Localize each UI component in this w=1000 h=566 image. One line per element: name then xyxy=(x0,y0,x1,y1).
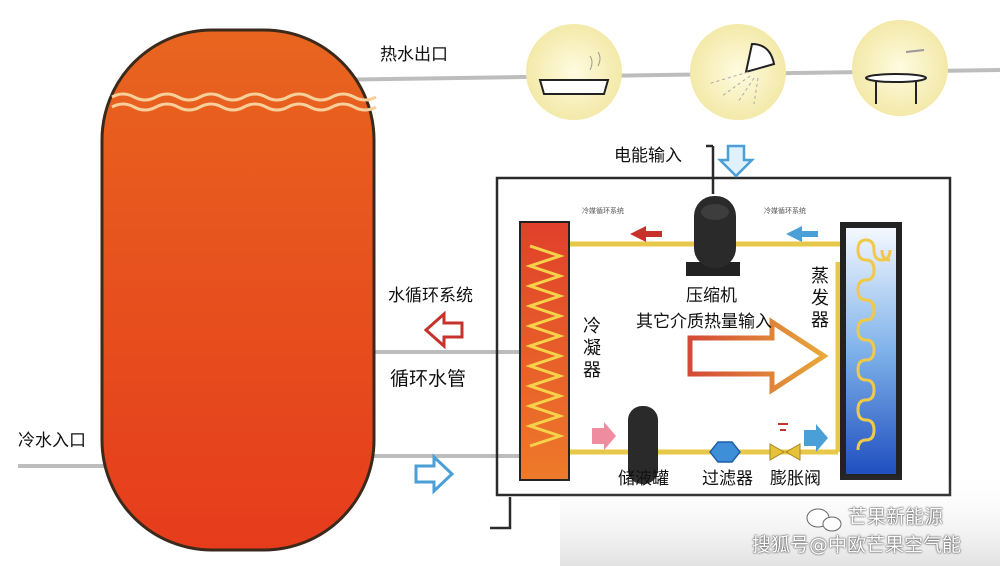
condenser-coil xyxy=(519,221,570,481)
arrow-refrigerant-left xyxy=(630,226,662,242)
unit-support xyxy=(490,497,512,530)
evaporator-body xyxy=(846,228,896,474)
basin-icon xyxy=(865,49,927,104)
bubble-basin xyxy=(852,20,948,116)
receiver-tank-label: 储液罐 xyxy=(618,469,669,489)
evaporator-coil xyxy=(840,222,902,480)
filter-shape xyxy=(709,441,741,463)
arrow-hot-water-out xyxy=(423,310,464,350)
arrow-refrigerant-right xyxy=(786,226,818,242)
hot-water-usage xyxy=(526,20,948,120)
tank-water-surface xyxy=(111,92,377,112)
compressor-base xyxy=(686,262,740,276)
condenser-zigzag xyxy=(525,244,565,448)
receiver-body xyxy=(628,406,658,484)
watermark-source: 搜狐号@中欧芒果空气能 xyxy=(752,534,962,556)
compressor xyxy=(686,196,740,276)
compressor-label: 压缩机 xyxy=(686,286,737,306)
arrow-cold-water-in xyxy=(414,453,455,495)
evaporator-label: 蒸发器 xyxy=(811,266,829,331)
expansion-valve-shape xyxy=(769,423,801,461)
cold-water-inlet-label: 冷水入口 xyxy=(18,431,86,451)
tank-body xyxy=(100,28,376,552)
bubble-bathtub xyxy=(526,24,622,120)
arrow-blue-small xyxy=(804,424,828,452)
arrow-heat-input xyxy=(687,317,829,395)
watermark-band xyxy=(560,470,1000,566)
flow-arrows xyxy=(414,144,829,495)
refrigerant-system-right-label: 冷媒循环系统 xyxy=(764,207,806,215)
wechat-logo-icon xyxy=(806,508,842,532)
bathtub-icon xyxy=(538,51,610,95)
electric-input-label: 电能输入 xyxy=(614,146,682,166)
water-storage-tank xyxy=(100,28,377,552)
receiver-tank-shape xyxy=(628,406,658,484)
other-medium-heat-input-label: 其它介质热量输入 xyxy=(636,312,772,332)
circulation-pipe-label: 循环水管 xyxy=(390,368,467,390)
expansion-valve-label: 膨胀阀 xyxy=(770,469,821,489)
condenser-label: 冷凝器 xyxy=(583,316,601,381)
shower-icon xyxy=(707,42,776,105)
arrow-pink xyxy=(592,422,616,450)
hot-water-outlet-label: 热水出口 xyxy=(380,45,448,65)
water-circulation-system-label: 水循环系统 xyxy=(388,286,473,306)
bubble-shower xyxy=(690,24,786,120)
refrigerant-system-left-label: 冷媒循环系统 xyxy=(582,207,624,215)
filter-label: 过滤器 xyxy=(702,469,753,489)
evaporator-serpentine xyxy=(856,238,892,451)
arrow-electric-input-down xyxy=(716,144,756,178)
watermark-account-name: 芒果新能源 xyxy=(848,506,944,528)
